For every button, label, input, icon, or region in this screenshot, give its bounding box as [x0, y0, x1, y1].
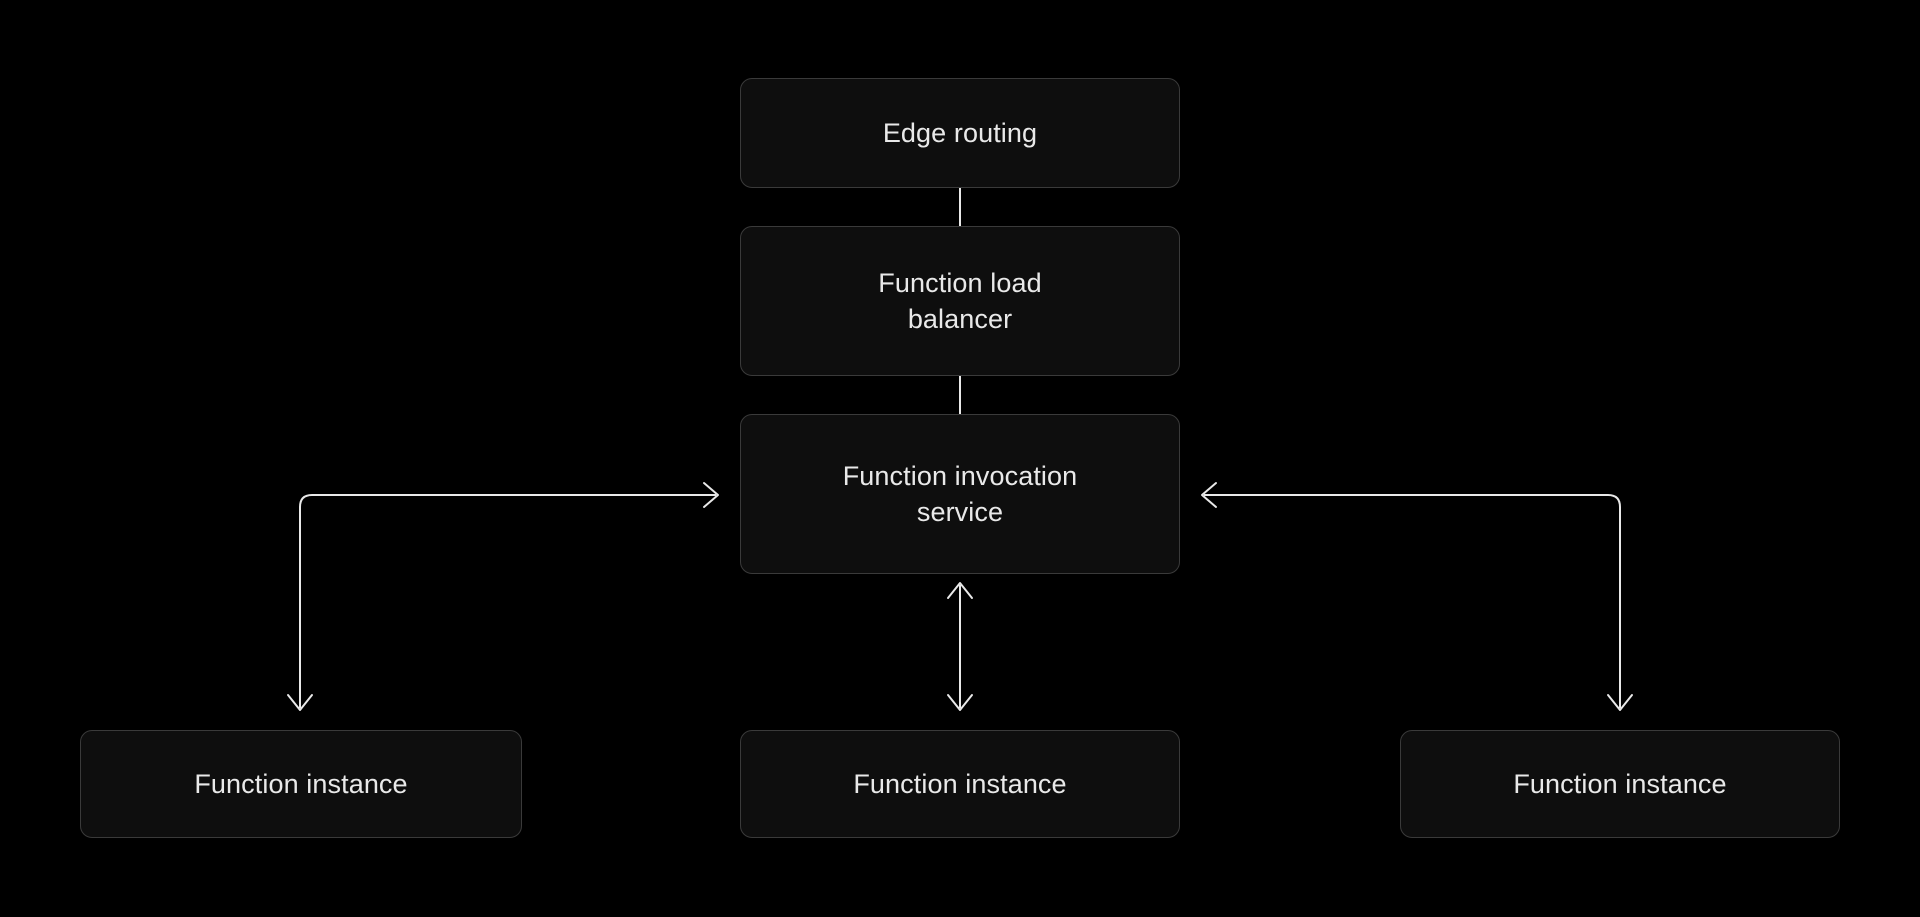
node-edge-routing-label: Edge routing	[882, 117, 1038, 148]
node-function-load-balancer-label: Function load balancer	[878, 267, 1042, 334]
arrowhead-left-connector-right	[703, 482, 719, 508]
node-function-instance-left[interactable]: Function instance	[80, 730, 522, 838]
node-function-instance-left-label: Function instance	[194, 768, 408, 799]
node-function-load-balancer[interactable]: Function load balancer	[740, 226, 1180, 376]
arrowhead-right-connector-left	[1201, 482, 1217, 508]
arrowhead-center-connector-up	[947, 582, 973, 599]
arrowhead-left-connector-down	[287, 694, 313, 711]
node-function-instance-right-label: Function instance	[1513, 768, 1727, 799]
arrowhead-right-connector-down	[1607, 694, 1633, 711]
node-function-invocation-service[interactable]: Function invocation service	[740, 414, 1180, 574]
connector-instance-left-to-invocation-service	[299, 494, 716, 708]
node-edge-routing[interactable]: Edge routing	[740, 78, 1180, 188]
node-function-instance-right[interactable]: Function instance	[1400, 730, 1840, 838]
node-function-instance-center[interactable]: Function instance	[740, 730, 1180, 838]
connector-instance-right-to-invocation-service	[1204, 494, 1621, 708]
node-function-invocation-service-label: Function invocation service	[842, 460, 1078, 527]
node-function-instance-center-label: Function instance	[853, 768, 1067, 799]
arrowhead-center-connector-down	[947, 694, 973, 711]
